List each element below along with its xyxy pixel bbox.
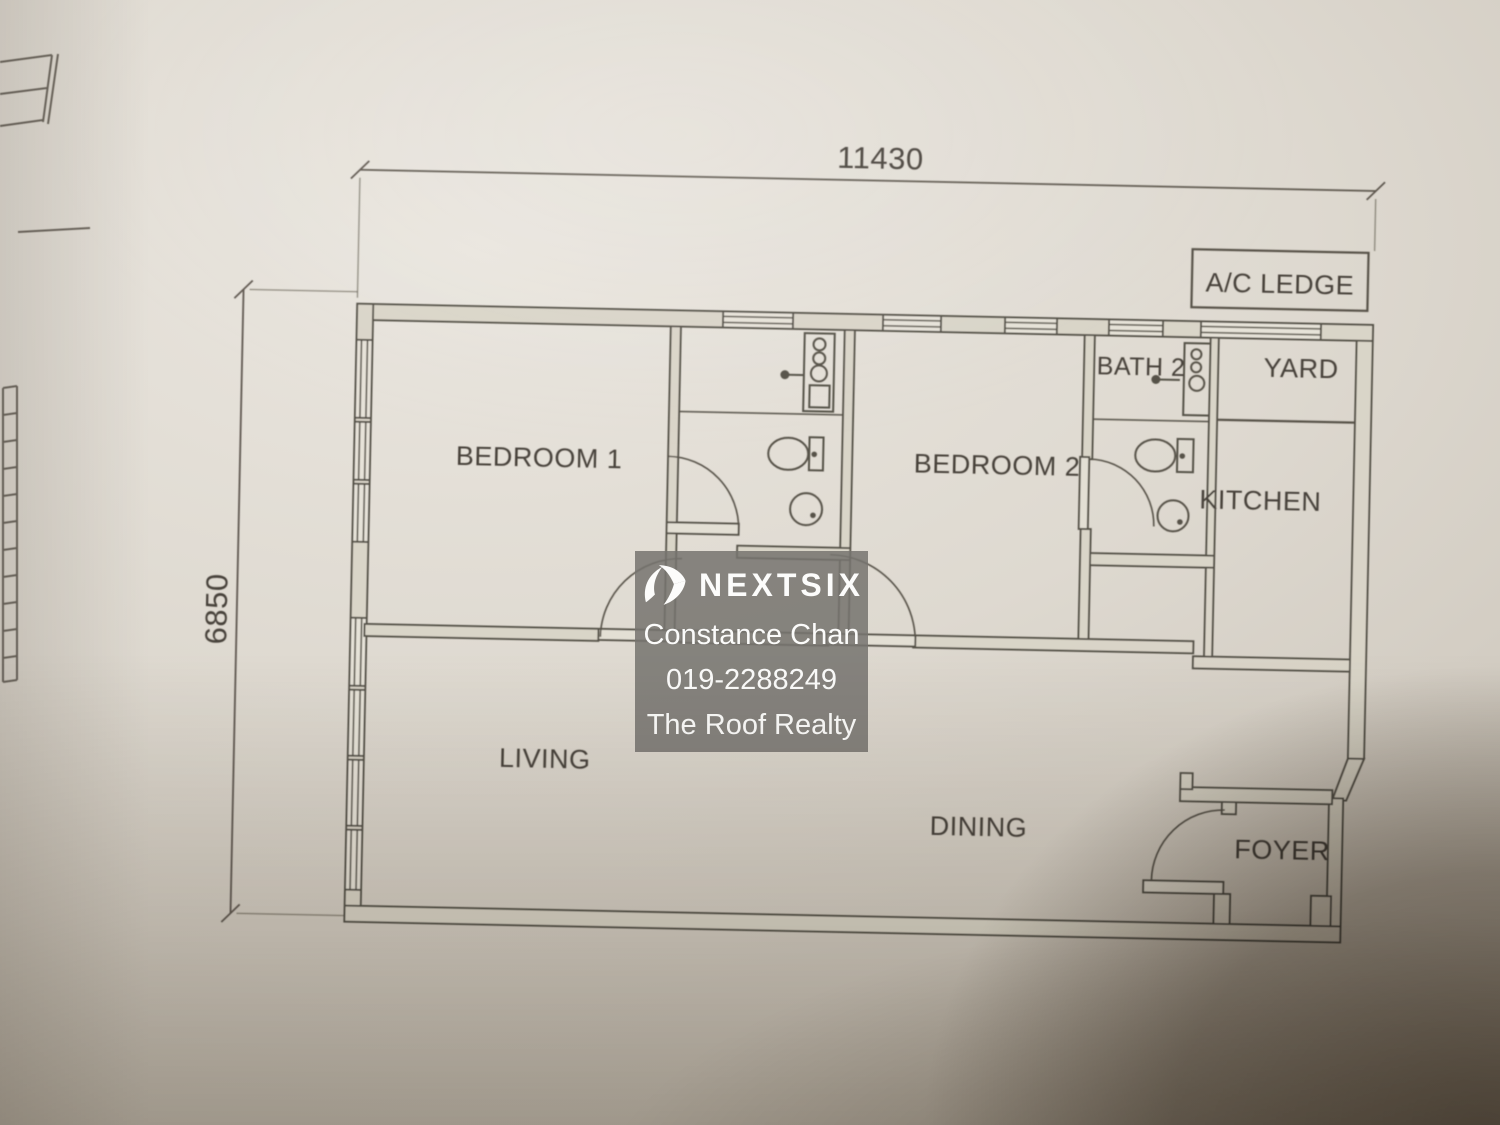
agent-phone: 019-2288249: [666, 664, 837, 696]
room-label-yard: YARD: [1263, 353, 1339, 385]
room-label-living: LIVING: [499, 743, 591, 775]
room-label-bedroom-2: BEDROOM 2: [913, 448, 1080, 481]
bath1-fixtures: [767, 332, 836, 527]
dimension-width-label: 11430: [837, 140, 924, 177]
adjacent-plan-fragment-top: [0, 53, 59, 127]
entry-door: [1142, 809, 1225, 896]
agency-name: The Roof Realty: [646, 709, 857, 741]
agent-watermark: NEXTSIX Constance Chan 019-2288249 The R…: [635, 551, 868, 752]
dimension-height-label: 6850: [198, 573, 234, 645]
room-label-foyer: FOYER: [1234, 834, 1330, 866]
nextsix-swoosh-icon: [644, 565, 686, 605]
agent-name: Constance Chan: [643, 619, 860, 651]
adjacent-plan-fragment-left: [2, 227, 91, 683]
room-label-bedroom-1: BEDROOM 1: [456, 441, 623, 474]
room-label-ac-ledge: A/C LEDGE: [1205, 267, 1354, 300]
room-label-bath-2: BATH 2: [1097, 352, 1186, 382]
brand-name: NEXTSIX: [699, 566, 864, 603]
room-label-kitchen: KITCHEN: [1199, 484, 1322, 517]
room-label-dining: DINING: [929, 811, 1027, 843]
brand-row: NEXTSIX: [639, 563, 864, 607]
